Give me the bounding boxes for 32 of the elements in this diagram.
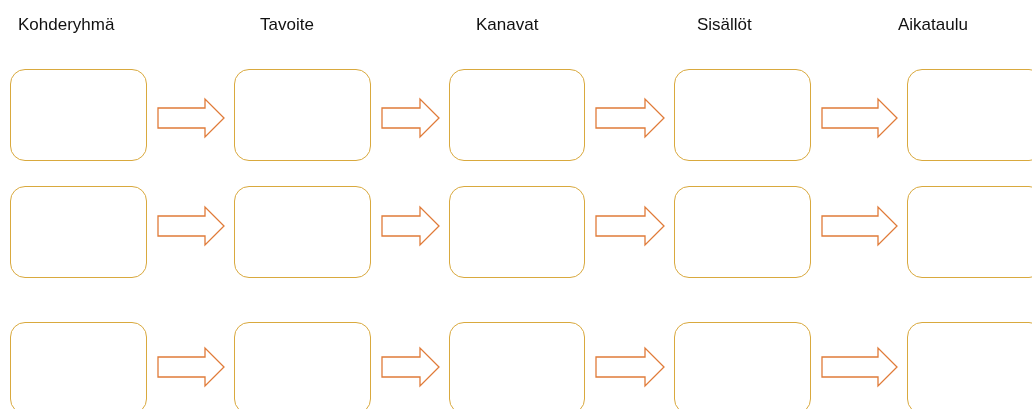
rounded-box [234, 322, 371, 409]
rounded-box [674, 69, 811, 161]
rounded-box [10, 186, 147, 278]
block-arrow [157, 97, 225, 139]
block-arrow [595, 346, 665, 388]
column-heading: Sisällöt [697, 15, 752, 35]
block-arrow [595, 205, 665, 247]
block-arrow [157, 346, 225, 388]
column-heading: Tavoite [260, 15, 314, 35]
rounded-box [674, 322, 811, 409]
rounded-box [449, 69, 585, 161]
block-arrow [595, 97, 665, 139]
column-heading: Kohderyhmä [18, 15, 115, 35]
rounded-box [234, 186, 371, 278]
rounded-box [907, 322, 1032, 409]
block-arrow [821, 346, 898, 388]
block-arrow [381, 205, 440, 247]
block-arrow [821, 97, 898, 139]
rounded-box [449, 322, 585, 409]
column-heading: Kanavat [476, 15, 539, 35]
rounded-box [10, 322, 147, 409]
column-heading: Aikataulu [898, 15, 968, 35]
block-arrow [821, 205, 898, 247]
rounded-box [449, 186, 585, 278]
block-arrow [381, 97, 440, 139]
rounded-box [234, 69, 371, 161]
rounded-box [907, 186, 1032, 278]
block-arrow [381, 346, 440, 388]
block-arrow [157, 205, 225, 247]
rounded-box [10, 69, 147, 161]
rounded-box [907, 69, 1032, 161]
rounded-box [674, 186, 811, 278]
